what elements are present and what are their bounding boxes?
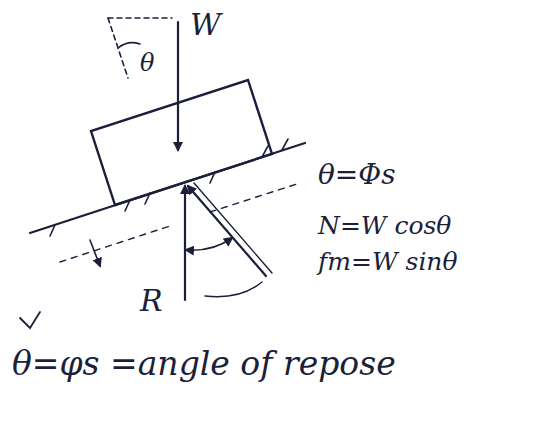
angle-arc [186, 238, 232, 250]
reaction-line [184, 186, 186, 300]
angle-label: θ [140, 50, 154, 76]
angle-arc [118, 43, 140, 48]
force-label: R [140, 284, 163, 317]
force-label: W [190, 8, 221, 41]
dashed-angle-lines [108, 18, 172, 78]
equation-label: fm=W sinθ [318, 248, 458, 276]
block [91, 80, 272, 205]
dashed-line [60, 183, 300, 262]
equation-label: θ=Φs [318, 160, 396, 191]
angle-arc [205, 282, 262, 297]
tick-mark [20, 312, 40, 328]
weight-arrow [177, 22, 179, 150]
equation-label: N=W cosθ [318, 212, 451, 240]
resultant-line [188, 186, 266, 276]
note-text: θ=φs =angle of repose [12, 346, 396, 382]
small-arrow [90, 240, 100, 266]
